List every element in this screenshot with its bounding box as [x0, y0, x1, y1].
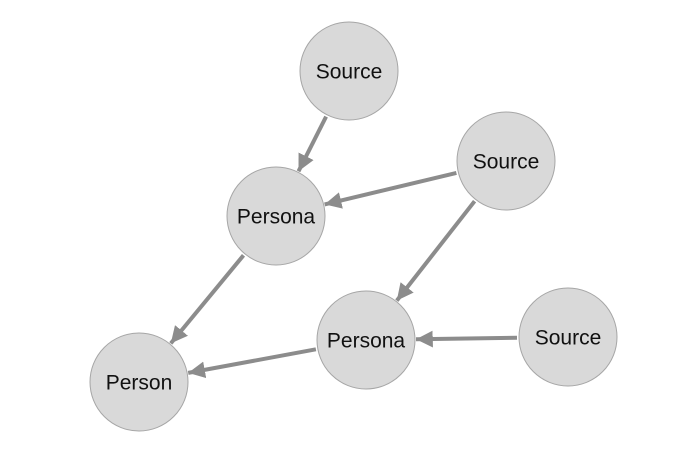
node-circle-person — [89, 332, 189, 432]
edge-arrow-persona-lower-to-person — [187, 347, 317, 379]
node-circle-persona-lower — [316, 290, 416, 390]
node-circle-source-top — [299, 21, 399, 121]
node-source-top[interactable]: Source — [299, 21, 399, 121]
edge-arrow-source-top-to-persona-upper — [296, 115, 328, 173]
node-label-source-top: Source — [316, 61, 383, 84]
node-circle-source-bottom — [518, 287, 618, 387]
edge-arrow-source-bottom-to-persona-lower — [415, 330, 518, 348]
node-source-bottom[interactable]: Source — [518, 287, 618, 387]
node-label-source-middle: Source — [473, 151, 540, 174]
node-label-person: Person — [106, 372, 173, 395]
node-circle-persona-upper — [226, 166, 326, 266]
node-source-middle[interactable]: Source — [456, 111, 556, 211]
node-label-persona-lower: Persona — [327, 330, 406, 353]
node-persona-lower[interactable]: Persona — [316, 290, 416, 390]
node-persona-upper[interactable]: Persona — [226, 166, 326, 266]
edge-arrow-source-middle-to-persona-upper — [324, 170, 457, 209]
edges-layer — [169, 115, 518, 379]
node-circle-source-middle — [456, 111, 556, 211]
node-label-source-bottom: Source — [535, 327, 602, 350]
node-label-persona-upper: Persona — [237, 206, 316, 229]
edge-arrow-persona-upper-to-person — [169, 254, 246, 345]
node-person[interactable]: Person — [89, 332, 189, 432]
edge-arrow-source-middle-to-persona-lower — [395, 199, 477, 302]
